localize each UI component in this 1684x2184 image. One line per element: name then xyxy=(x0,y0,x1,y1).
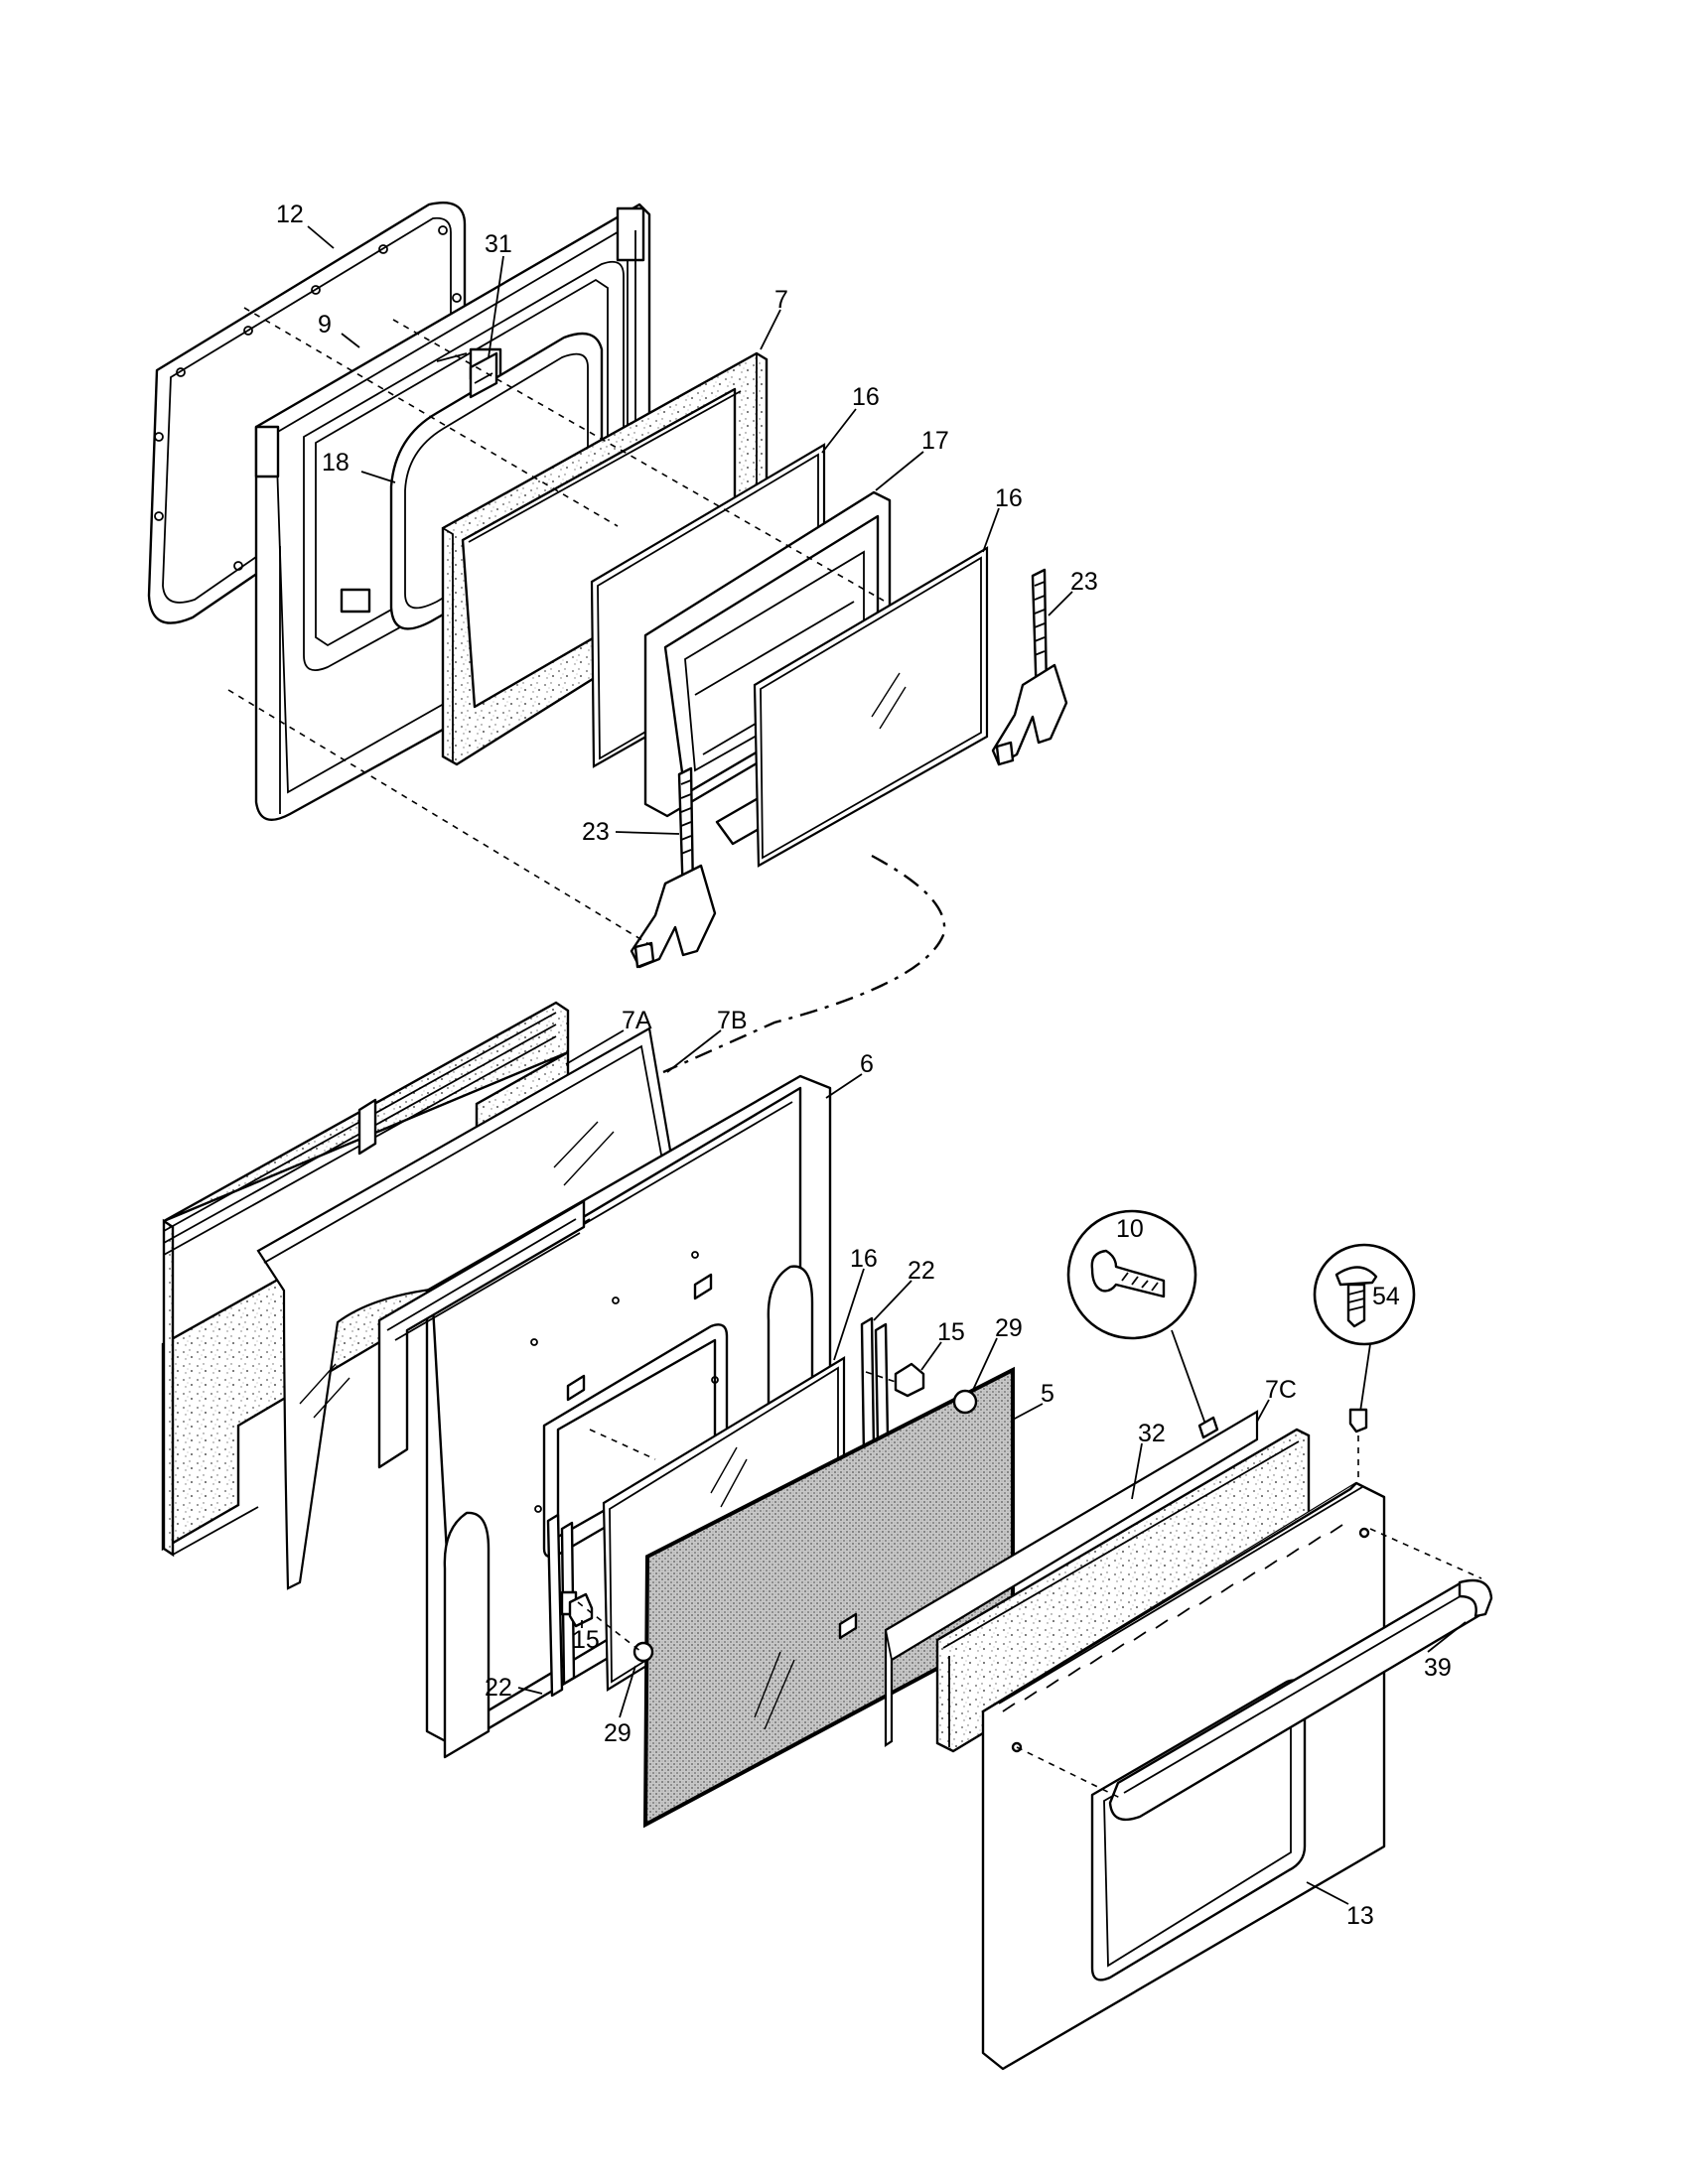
callout-22-left: 22 xyxy=(485,1674,512,1702)
alignment-line-lower-c xyxy=(1369,1528,1482,1579)
callout-18: 18 xyxy=(322,449,350,477)
inner-frame-7A-back xyxy=(377,1199,586,1469)
callout-12: 12 xyxy=(276,201,304,228)
hinge-part-23-right xyxy=(991,568,1068,766)
callout-13: 13 xyxy=(1346,1902,1374,1930)
bumper-part-29-upper xyxy=(952,1389,978,1415)
leader-lines xyxy=(307,225,1467,1905)
glass-part-16-upper-b xyxy=(753,546,989,868)
glass-part-32 xyxy=(884,1410,1259,1748)
alignment-line-lower-e xyxy=(577,1601,642,1653)
callout-31: 31 xyxy=(485,230,512,258)
bracket-part-31 xyxy=(469,351,498,399)
bumper-part-29-lower xyxy=(632,1641,654,1663)
callout-22-right: 22 xyxy=(908,1257,935,1285)
callout-39: 39 xyxy=(1424,1654,1452,1682)
glass-part-7B xyxy=(256,1026,675,1590)
callout-7: 7 xyxy=(774,286,788,314)
callout-labels: 12 31 9 7 16 17 18 16 23 23 7A 7B 6 10 5… xyxy=(276,201,1452,1930)
callout-29-lower: 29 xyxy=(604,1719,632,1747)
callout-5: 5 xyxy=(1041,1380,1054,1408)
callout-54: 54 xyxy=(1372,1283,1400,1310)
alignment-line-lower-d xyxy=(1016,1746,1123,1800)
callout-16-lower: 16 xyxy=(850,1245,878,1273)
callout-7B: 7B xyxy=(717,1007,748,1034)
vent-slots xyxy=(1002,1524,1343,1712)
clip-part-15-upper xyxy=(865,1362,925,1398)
callout-16-upper-b: 16 xyxy=(995,484,1023,512)
callout-23-left: 23 xyxy=(582,818,610,846)
callout-7A: 7A xyxy=(622,1007,652,1034)
assembly-path-line xyxy=(662,854,946,1074)
callout-9: 9 xyxy=(318,311,332,339)
callout-10: 10 xyxy=(1116,1215,1144,1243)
alignment-line-lower-a xyxy=(589,1429,656,1460)
callout-7C: 7C xyxy=(1265,1376,1297,1404)
clip-part-15-lower xyxy=(568,1592,594,1628)
callout-16-upper-a: 16 xyxy=(852,383,880,411)
callout-29-upper: 29 xyxy=(995,1314,1023,1342)
callout-23-right: 23 xyxy=(1070,568,1098,596)
handle-part-39 xyxy=(1108,1578,1493,1822)
alignment-line-upper-b xyxy=(243,307,619,527)
callout-17: 17 xyxy=(921,427,949,455)
callout-15-lower: 15 xyxy=(572,1626,600,1654)
screw-part-54-zoom xyxy=(1313,1243,1416,1433)
callout-6: 6 xyxy=(860,1050,874,1078)
callout-15-upper: 15 xyxy=(937,1318,965,1346)
screw-part-10-zoom xyxy=(1066,1209,1219,1439)
callout-32: 32 xyxy=(1138,1420,1166,1447)
